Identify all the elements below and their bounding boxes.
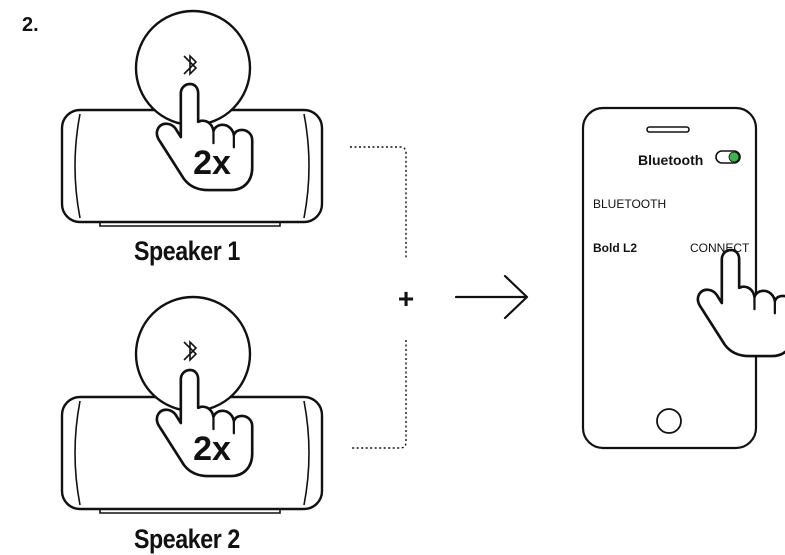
connect-button[interactable]: CONNECT [690, 241, 750, 255]
toggle-knob [728, 151, 740, 163]
home-button-icon[interactable] [656, 408, 682, 434]
bluetooth-section-title: BLUETOOTH [593, 197, 666, 211]
grouping-bracket [350, 146, 407, 449]
speaker-1-press-count: 2x [193, 144, 231, 182]
arrow-right-icon [454, 274, 529, 320]
speaker-1-label: Speaker 1 [134, 236, 240, 266]
phone: Bluetooth BLUETOOTH Bold L2 CONNECT [581, 106, 785, 450]
plus-symbol: + [398, 283, 414, 314]
toggle-switch-icon[interactable] [715, 150, 741, 164]
device-name[interactable]: Bold L2 [593, 241, 637, 255]
phone-body [581, 106, 758, 450]
speaker-2-label: Speaker 2 [134, 524, 240, 554]
phone-header-title: Bluetooth [638, 152, 703, 168]
step-number: 2. [22, 14, 39, 36]
phone-speaker-slot [646, 126, 690, 133]
speaker-1-group: 2x [60, 9, 324, 227]
speaker-2-group: 2x [60, 295, 324, 514]
speaker-2-press-count: 2x [193, 430, 231, 468]
